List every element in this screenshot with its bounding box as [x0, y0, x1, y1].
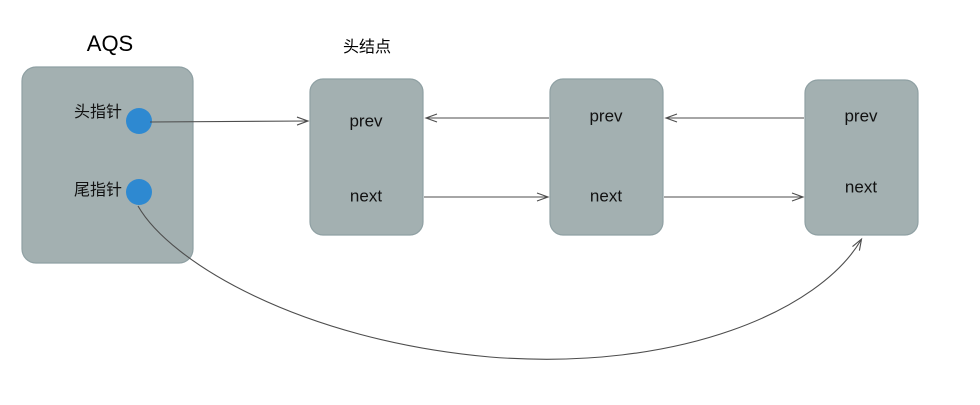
tail-pointer-label: 尾指针 [74, 181, 122, 199]
node-1-next-label: next [350, 186, 382, 205]
tail-pointer-dot[interactable] [126, 179, 152, 205]
aqs-box [21, 66, 194, 264]
node-3-box [804, 79, 919, 236]
edge-head-pointer-to-node-1 [149, 116, 310, 126]
head-pointer-label: 头指针 [74, 103, 122, 121]
node-2-next-label: next [590, 186, 622, 205]
node-1-prev-label: prev [349, 111, 383, 130]
edge-tail-pointer-to-node-3 [137, 205, 863, 360]
head-pointer-dot[interactable] [126, 108, 152, 134]
node-3-next-label: next [845, 177, 877, 196]
node-3-prev-label: prev [844, 106, 878, 125]
node-1-box [309, 78, 424, 236]
head-node-caption: 头结点 [343, 38, 391, 56]
node-2-prev-label: prev [589, 106, 623, 125]
aqs-caption: AQS [87, 31, 133, 56]
node-2-box [549, 78, 664, 236]
